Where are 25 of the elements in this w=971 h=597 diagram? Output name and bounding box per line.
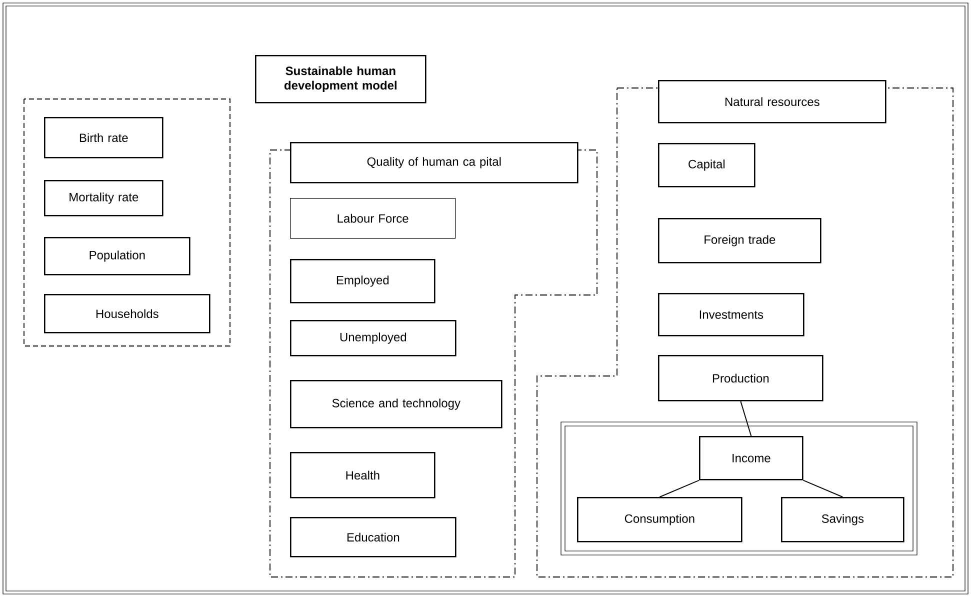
box: Population (44, 237, 190, 276)
connector-line (802, 480, 844, 498)
box: Consumption (577, 497, 742, 542)
double-frame (560, 422, 918, 556)
box: Unemployed (290, 320, 456, 356)
box: Capital (658, 143, 756, 188)
box: Health (290, 452, 436, 498)
box: Employed (290, 259, 436, 304)
box: Education (290, 517, 456, 558)
box: Quality of human ca pital (290, 142, 578, 184)
box: Investments (658, 293, 804, 336)
title-box: Sustainable human development model (255, 55, 426, 104)
box: Mortality rate (44, 180, 164, 216)
connector-line (659, 480, 700, 498)
box: Natural resources (658, 80, 886, 124)
box: Foreign trade (658, 218, 822, 264)
connector-line (740, 400, 752, 436)
box: Science and technology (290, 380, 502, 428)
box: Labour Force (290, 198, 456, 239)
dashed-group-outline (24, 98, 230, 346)
box: Income (699, 436, 804, 480)
box: Savings (781, 497, 904, 542)
box: Production (658, 355, 824, 402)
box: Birth rate (44, 117, 164, 158)
box: Households (44, 294, 210, 334)
